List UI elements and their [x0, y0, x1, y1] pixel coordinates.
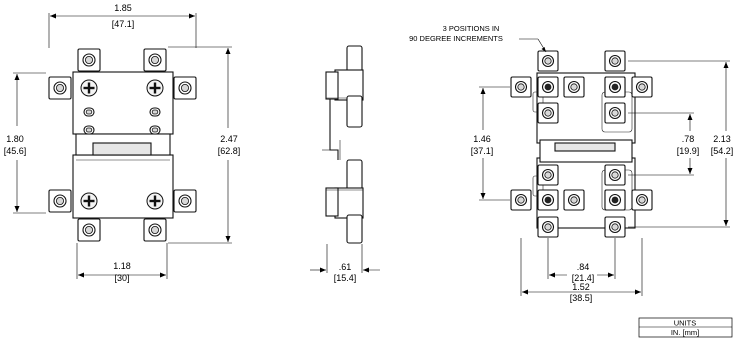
dim-front-overall-height: 2.47: [220, 134, 238, 144]
dim-rot-overall: 2.13: [713, 134, 731, 144]
side-view: [322, 45, 364, 244]
dim-front-overall-height-mm: [62.8]: [218, 146, 241, 156]
dim-rot-bottom-outer-mm: [38.5]: [570, 293, 593, 303]
dim-rot-overall-mm: [54.2]: [711, 146, 734, 156]
front-view: [48, 48, 197, 242]
dim-front-height-mm: [45.6]: [4, 146, 27, 156]
dim-rot-height: 1.46: [473, 134, 491, 144]
dim-front-width-mm: [47.1]: [112, 19, 135, 29]
dim-rot-bottom-inner: .84: [577, 262, 590, 272]
dim-front-bottom-width: 1.18: [113, 261, 131, 271]
note-line1: 3 POSITIONS IN: [443, 24, 500, 33]
dim-rot-bottom-outer: 1.52: [572, 282, 590, 292]
dim-rot-height-mm: [37.1]: [471, 146, 494, 156]
dim-front-width: 1.85: [114, 3, 132, 13]
dim-side-depth-mm: [15.4]: [334, 273, 357, 283]
rotated-view: [510, 50, 653, 238]
units-title: UNITS: [674, 319, 697, 328]
dim-rot-bottom-inner-mm: [21.4]: [572, 273, 595, 283]
dim-rot-inner: .78: [682, 134, 695, 144]
front-dimensions: 1.85 [47.1] 1.80 [45.6] 2.47 [62.8] 1.18…: [4, 3, 241, 283]
rotated-dimensions: 1.46 [37.1] .78 [19.9] 2.13 [54.2] .84 […: [471, 60, 734, 303]
note-line2: 90 DEGREE INCREMENTS: [409, 34, 503, 43]
dim-side-depth: .61: [339, 262, 352, 272]
units-value: IN. [mm]: [671, 328, 699, 337]
side-dimensions: .61 [15.4]: [310, 244, 380, 283]
dim-front-height: 1.80: [6, 134, 24, 144]
dim-front-bottom-width-mm: [30]: [114, 273, 129, 283]
dim-rot-inner-mm: [19.9]: [677, 146, 700, 156]
note-callout: 3 POSITIONS IN 90 DEGREE INCREMENTS: [409, 24, 547, 53]
units-table: UNITS IN. [mm]: [638, 317, 733, 338]
